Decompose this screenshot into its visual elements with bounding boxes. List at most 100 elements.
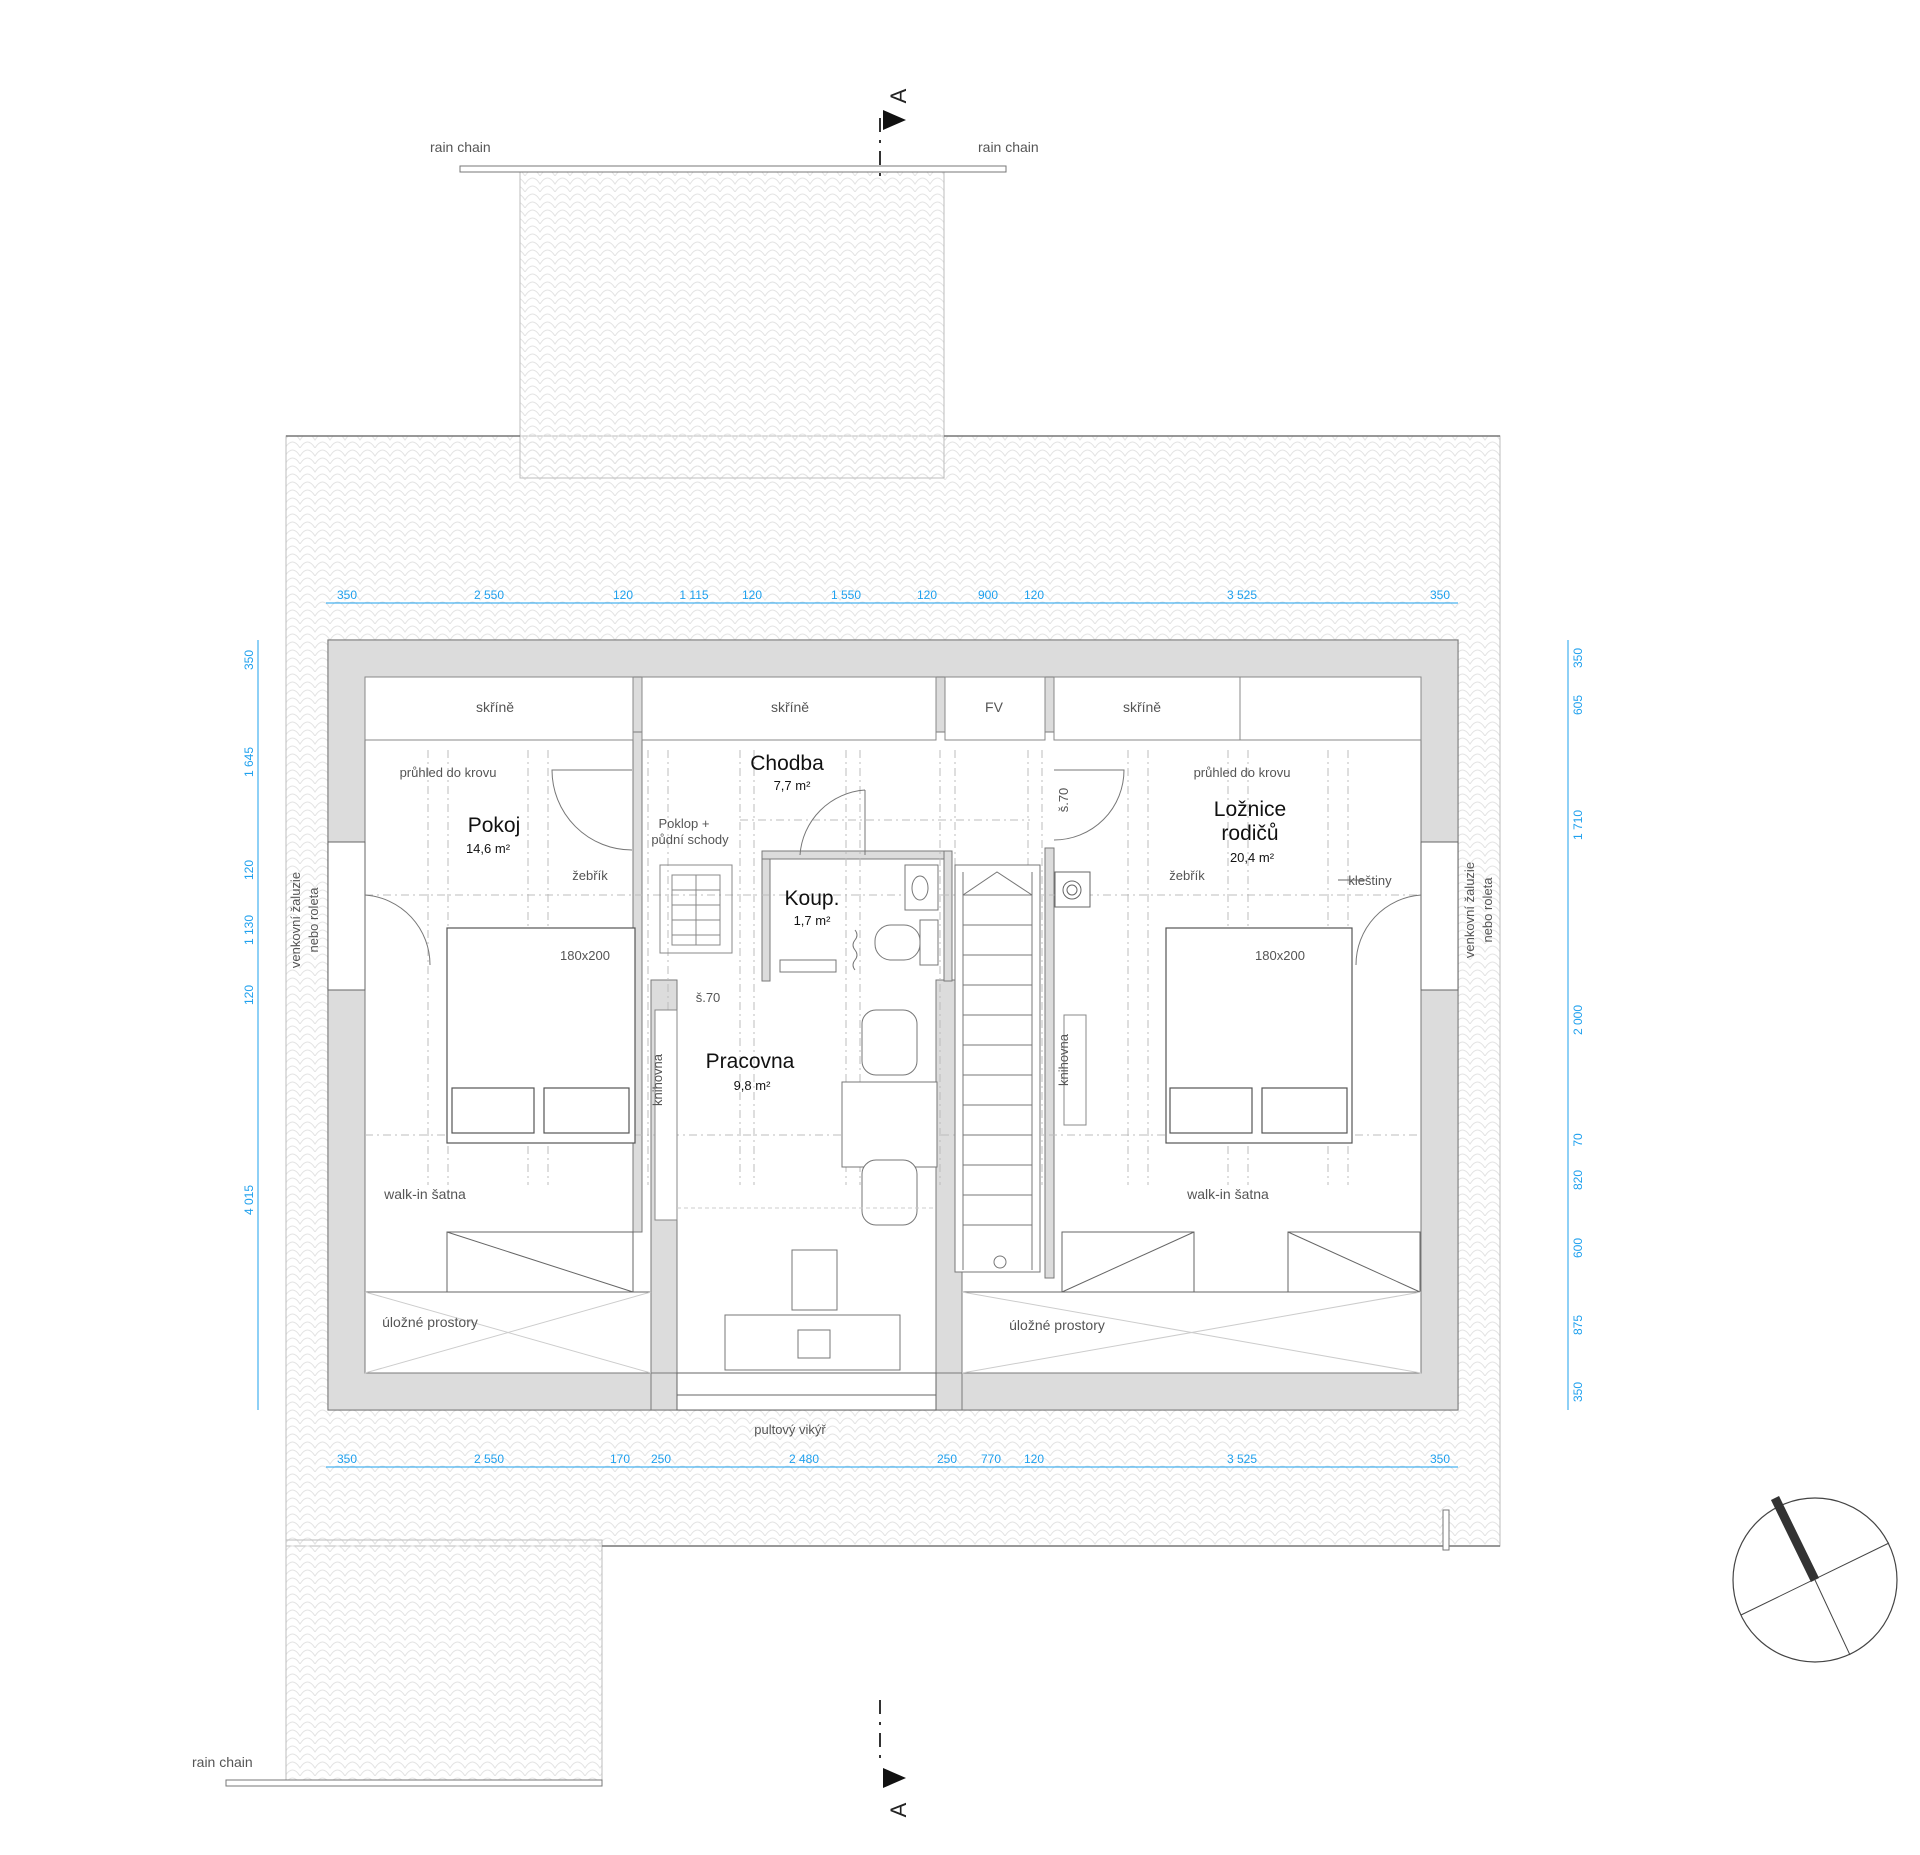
stove <box>791 1249 838 1311</box>
room-koupelna-name: Koup. <box>785 887 840 910</box>
zebrik-left: žebřík <box>572 868 608 883</box>
dim-top-8: 120 <box>1024 588 1044 602</box>
dim-bottom-8: 3 525 <box>1227 1452 1257 1466</box>
chair-2 <box>861 1159 918 1226</box>
dim-right-4: 70 <box>1571 1133 1585 1147</box>
gutter-top <box>459 165 1007 173</box>
north-arrow-needle <box>1770 1496 1820 1582</box>
section-line: A A <box>879 88 911 1817</box>
storage <box>364 1231 1422 1374</box>
bed-left-size: 180x200 <box>560 948 610 963</box>
shower-curtain <box>852 929 858 971</box>
dim-bottom-9: 350 <box>1430 1452 1450 1466</box>
stair-start <box>993 1255 1007 1269</box>
dim-left-4: 120 <box>242 985 256 1005</box>
window-right <box>1420 841 1459 991</box>
skrine-3: skříně <box>1123 699 1161 715</box>
wall-koupelna-top <box>761 850 953 860</box>
dim-top-5: 1 550 <box>831 588 861 602</box>
dim-right-2: 1 710 <box>1571 810 1585 840</box>
rain-chain-left: rain chain <box>430 139 491 155</box>
room-pokoj-area: 14,6 m² <box>466 841 511 856</box>
rain-chain-right: rain chain <box>978 139 1039 155</box>
gutter-bottom <box>225 1779 603 1787</box>
fv-label: FV <box>985 699 1004 715</box>
side-windows <box>327 841 1459 991</box>
dim-left-1: 1 645 <box>242 747 256 777</box>
dim-left-0: 350 <box>242 650 256 670</box>
bed-right-pillow-1 <box>1169 1087 1253 1134</box>
labels: rain chain rain chain rain chain skříně … <box>192 139 1495 1770</box>
wall-koupelna-frame <box>761 850 771 982</box>
dim-right-6: 600 <box>1571 1238 1585 1258</box>
dim-bottom-4: 2 480 <box>789 1452 819 1466</box>
storage-right-diag-2 <box>1287 1231 1421 1293</box>
zaluzie-left-2: nebo roleta <box>306 887 321 953</box>
bookcase-left <box>654 1009 678 1221</box>
dimension-text-top: 350 2 550 120 1 115 120 1 550 120 900 12… <box>337 588 1450 602</box>
laptop <box>797 1329 831 1359</box>
dim-left-3: 1 130 <box>242 915 256 945</box>
bookcases <box>654 1009 1087 1221</box>
room-pracovna-area: 9,8 m² <box>734 1078 772 1093</box>
zebrik-right: žebřík <box>1169 868 1205 883</box>
stair-arrow <box>962 871 1033 896</box>
doors <box>364 769 1422 966</box>
office-furniture <box>677 1009 938 1371</box>
wardrobe-fv <box>944 676 1046 741</box>
bathroom-fixtures <box>779 864 939 973</box>
wall-stair-right <box>1044 847 1055 1279</box>
wall-pracovna-bottom-left <box>650 1372 678 1411</box>
wall-pokoj-chodba <box>632 676 643 733</box>
ulozne-left: úložné prostory <box>382 1314 478 1330</box>
dim-right-0: 350 <box>1571 648 1585 668</box>
pruhled-right: průhled do krovu <box>1194 765 1291 780</box>
rain-chain-bottom: rain chain <box>192 1754 253 1770</box>
room-pracovna-name: Pracovna <box>706 1050 795 1073</box>
skrine-1: skříně <box>476 699 514 715</box>
dimension-text-left: 350 1 645 120 1 130 120 4 015 <box>242 650 256 1215</box>
dim-right-3: 2 000 <box>1571 1005 1585 1035</box>
dim-top-10: 350 <box>1430 588 1450 602</box>
dimension-lines <box>257 602 1569 1468</box>
dim-top-6: 120 <box>917 588 937 602</box>
knihovna-right: knihovna <box>1056 1033 1071 1086</box>
toilet-tank <box>919 919 939 966</box>
bed-right-size: 180x200 <box>1255 948 1305 963</box>
wardrobe-chodba <box>641 676 937 741</box>
desk <box>841 1081 938 1168</box>
sirka-70-b: š.70 <box>1056 788 1071 813</box>
wall-koupelna-right <box>943 850 953 982</box>
dim-bottom-0: 350 <box>337 1452 357 1466</box>
wardrobe-loznice-2 <box>1239 676 1422 741</box>
room-chodba-name: Chodba <box>750 752 824 775</box>
zaluzie-left-1: venkovní žaluzie <box>288 872 303 968</box>
door-koupelna <box>799 789 866 856</box>
chimney <box>1054 871 1091 908</box>
room-loznice-name-2: rodičů <box>1221 822 1278 845</box>
dim-bottom-2: 170 <box>610 1452 630 1466</box>
dim-bottom-7: 120 <box>1024 1452 1044 1466</box>
wardrobe-pokoj <box>364 676 634 741</box>
room-pokoj-name: Pokoj <box>468 814 521 837</box>
dim-top-3: 1 115 <box>679 588 708 602</box>
bed-right-pillow-2 <box>1261 1087 1348 1134</box>
wall-fv-right <box>1044 676 1055 733</box>
sirka-70-a: š.70 <box>696 990 721 1005</box>
ulozne-right-x <box>961 1291 1422 1374</box>
room-koupelna-area: 1,7 m² <box>794 913 832 928</box>
dim-top-1: 2 550 <box>474 588 504 602</box>
staircase <box>954 864 1041 1273</box>
ulozne-left-x <box>364 1291 652 1374</box>
dim-left-2: 120 <box>242 860 256 880</box>
window-left <box>327 841 366 991</box>
section-arrow-top <box>883 110 906 130</box>
attic-hatch <box>659 864 733 954</box>
dim-right-8: 350 <box>1571 1382 1585 1402</box>
roof-dormer-top <box>519 171 945 479</box>
dim-bottom-1: 2 550 <box>474 1452 504 1466</box>
shower-tray <box>779 959 837 973</box>
klestiny: kleštiny <box>1348 873 1392 888</box>
storage-left-diag <box>446 1231 634 1293</box>
